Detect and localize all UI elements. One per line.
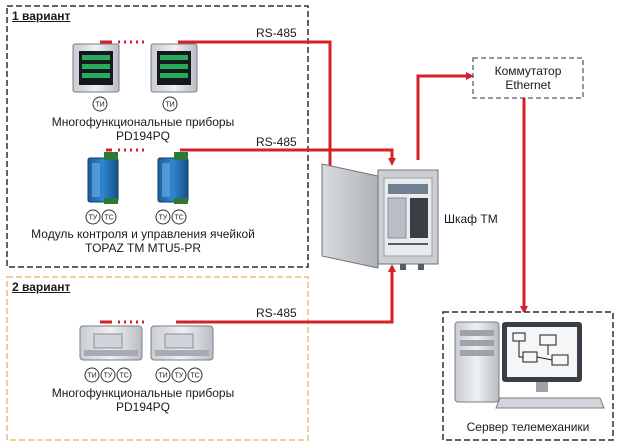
module-caption-line1: Модуль контроля и управления ячейкой [31,227,255,241]
link-lines [100,40,528,324]
switch-label-line1: Коммутатор [494,64,562,78]
module-caption-line2: TOPAZ TM MTU5-PR [84,241,201,255]
server-pc [454,321,605,409]
meters1-caption: Многофункциональные приборы PD194PQ [48,115,238,143]
server-label: Сервер телемеханики [466,420,590,434]
module-topaz-2 [157,152,189,204]
meter-pd194pq-1 [72,43,120,93]
link-module-bus [106,148,392,162]
link-meters1-bus [100,40,332,168]
variant2-title: 2 вариант [12,280,71,294]
bus-label-2: RS-485 [256,135,297,149]
meters2-caption: Многофункциональные приборы PD194PQ [48,386,238,414]
bus-label-3: RS-485 [256,306,297,320]
meters1-caption-line1: Многофункциональные приборы [51,115,235,129]
bus-label-1: RS-485 [256,26,297,40]
variant1-title: 1 вариант [12,9,71,23]
variant1-frame [6,5,309,268]
meters2-caption-line2: PD194PQ [115,400,171,414]
module-caption: Модуль контроля и управления ячейкой TOP… [28,227,258,255]
cabinet-label: Шкаф ТМ [444,212,498,226]
link-cabinet-switch [416,72,474,160]
switch-label-line2: Ethernet [505,78,551,92]
meter-din-1 [79,325,143,361]
switch-label: Коммутатор Ethernet [473,64,583,92]
cabinet-tm [321,163,439,270]
meter-din-2 [150,325,214,361]
meter-pd194pq-2 [150,43,198,93]
variant2-frame [6,276,309,441]
switch-box [472,57,584,99]
link-meters2-bus [100,268,392,324]
meters2-caption-line1: Многофункциональные приборы [51,386,235,400]
module-topaz-1 [87,152,119,204]
meters1-caption-line2: PD194PQ [115,129,171,143]
